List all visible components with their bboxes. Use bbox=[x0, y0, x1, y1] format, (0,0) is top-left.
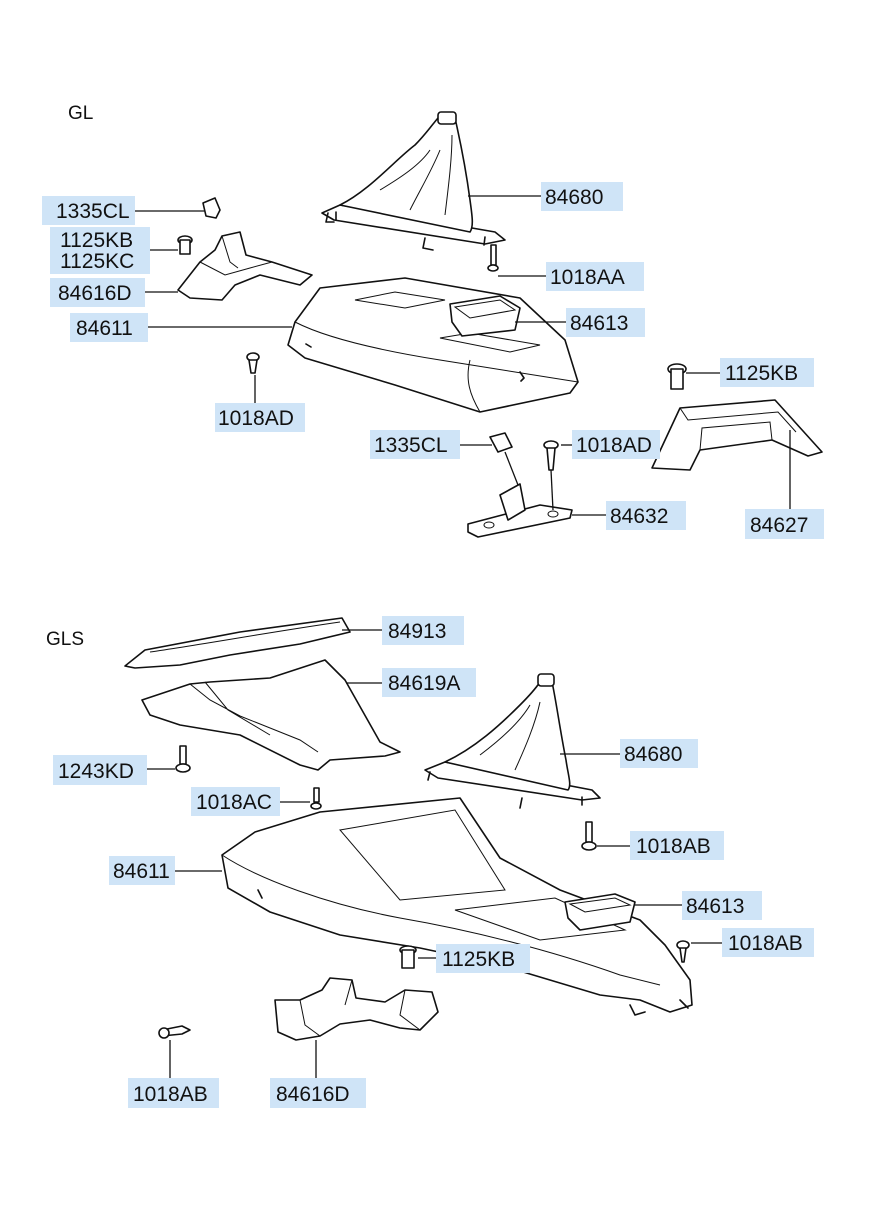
svg-text:84619A: 84619A bbox=[388, 672, 460, 695]
gls-screw-1018AB-c bbox=[158, 1025, 191, 1039]
gls-screw-1018AB-a bbox=[581, 821, 597, 851]
gl-bracket-84627 bbox=[651, 399, 823, 471]
gls-console-84611 bbox=[221, 797, 693, 1016]
svg-text:1243KD: 1243KD bbox=[58, 760, 134, 783]
leader-lines bbox=[135, 195, 791, 1078]
section-gl-label: GL bbox=[68, 103, 93, 124]
gls-shift-boot-84680 bbox=[424, 673, 601, 809]
gl-screw-1018AA bbox=[487, 244, 499, 272]
svg-text:1125KB: 1125KB bbox=[725, 362, 798, 385]
gls-trim-84913 bbox=[124, 617, 351, 669]
label-1243KD-gls[interactable]: 1243KD bbox=[53, 755, 147, 785]
svg-text:1018AC: 1018AC bbox=[196, 791, 272, 814]
label-84611-gls[interactable]: 84611 bbox=[109, 856, 175, 885]
gls-screw-1018AB-b bbox=[676, 940, 690, 963]
gl-bracket-84616D bbox=[177, 231, 313, 301]
svg-text:84680: 84680 bbox=[624, 743, 682, 766]
label-84616D-gls[interactable]: 84616D bbox=[270, 1078, 366, 1108]
svg-text:84616D: 84616D bbox=[276, 1083, 350, 1106]
gl-shift-boot-84680 bbox=[321, 111, 506, 251]
svg-text:84680: 84680 bbox=[545, 186, 603, 209]
label-1018AB-gls-boot[interactable]: 1018AB bbox=[630, 831, 724, 860]
label-1018AD-gl-lower[interactable]: 1018AD bbox=[572, 430, 660, 459]
svg-text:84613: 84613 bbox=[686, 895, 744, 918]
svg-text:84627: 84627 bbox=[750, 514, 808, 537]
label-84680-gls[interactable]: 84680 bbox=[620, 739, 698, 768]
label-84627-gl[interactable]: 84627 bbox=[745, 509, 824, 539]
svg-text:1018AB: 1018AB bbox=[636, 835, 711, 858]
svg-text:84611: 84611 bbox=[76, 317, 133, 340]
svg-text:1125KC: 1125KC bbox=[60, 250, 134, 273]
label-1018AA-gl[interactable]: 1018AA bbox=[546, 262, 644, 291]
label-84613-gls[interactable]: 84613 bbox=[682, 891, 762, 920]
label-84632-gl[interactable]: 84632 bbox=[606, 501, 686, 530]
svg-text:1018AA: 1018AA bbox=[550, 266, 625, 289]
svg-text:1018AD: 1018AD bbox=[218, 407, 294, 430]
label-1125KB-gl-right[interactable]: 1125KB bbox=[720, 358, 814, 387]
label-84616D-gl[interactable]: 84616D bbox=[50, 278, 145, 307]
label-1018AB-gls-lower[interactable]: 1018AB bbox=[128, 1078, 219, 1108]
label-84619A-gls[interactable]: 84619A bbox=[382, 668, 476, 697]
label-84913-gls[interactable]: 84913 bbox=[382, 616, 464, 645]
label-1125KB-gls[interactable]: 1125KB bbox=[436, 944, 530, 973]
gls-cupholder-84613 bbox=[564, 893, 636, 931]
gls-cover-84619A bbox=[141, 659, 401, 771]
gls-bolt-1125KB bbox=[399, 945, 417, 969]
label-84680-gl[interactable]: 84680 bbox=[541, 182, 623, 211]
svg-text:1335CL: 1335CL bbox=[374, 434, 448, 457]
gls-bracket-84616D bbox=[274, 977, 439, 1041]
gl-bolt-1125KB-b bbox=[667, 363, 687, 390]
svg-text:84632: 84632 bbox=[610, 505, 668, 528]
svg-text:1018AB: 1018AB bbox=[728, 932, 803, 955]
svg-text:1125KB: 1125KB bbox=[60, 229, 133, 252]
gl-screw-1018AD-b bbox=[543, 440, 559, 471]
label-1018AB-gls-right[interactable]: 1018AB bbox=[722, 928, 814, 957]
label-84611-gl[interactable]: 84611 bbox=[70, 313, 148, 342]
gl-clip-1335CL-a bbox=[202, 197, 221, 219]
label-1335CL-gl-top[interactable]: 1335CL bbox=[42, 196, 135, 225]
label-1018AD-gl-left[interactable]: 1018AD bbox=[215, 403, 305, 432]
gls-screw-1018AC bbox=[310, 787, 322, 810]
gl-screw-1018AD-a bbox=[246, 352, 260, 374]
gl-bracket-84632 bbox=[467, 483, 573, 538]
svg-text:84616D: 84616D bbox=[58, 282, 132, 305]
svg-text:1125KB: 1125KB bbox=[442, 948, 515, 971]
svg-text:1018AB: 1018AB bbox=[133, 1083, 208, 1106]
label-1335CL-gl-lower[interactable]: 1335CL bbox=[370, 430, 460, 459]
gls-screw-1243KD bbox=[175, 745, 191, 773]
gl-bolt-1125KB bbox=[177, 235, 193, 255]
gl-clip-1335CL-b bbox=[489, 432, 513, 453]
gl-console-84611 bbox=[287, 277, 579, 413]
svg-text:1018AD: 1018AD bbox=[576, 434, 652, 457]
label-84613-gl[interactable]: 84613 bbox=[566, 308, 645, 337]
svg-text:84613: 84613 bbox=[570, 312, 628, 335]
svg-text:84611: 84611 bbox=[113, 860, 170, 883]
label-1125KB-gl[interactable]: 1125KB 1125KC bbox=[50, 227, 150, 274]
label-1018AC-gls[interactable]: 1018AC bbox=[191, 787, 280, 816]
svg-text:1335CL: 1335CL bbox=[56, 200, 130, 223]
svg-text:84913: 84913 bbox=[388, 620, 446, 643]
section-gls-label: GLS bbox=[46, 629, 84, 650]
gl-cupholder-84613 bbox=[449, 295, 521, 337]
